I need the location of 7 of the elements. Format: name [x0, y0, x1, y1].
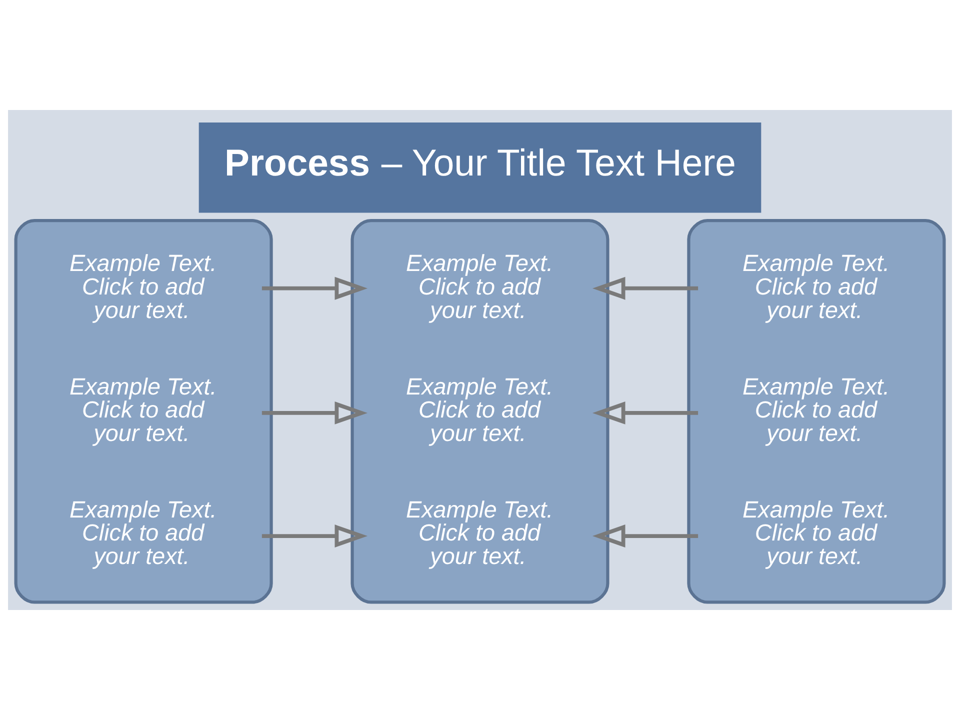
arrow [262, 401, 368, 424]
arrow [592, 276, 698, 300]
arrow [592, 401, 698, 424]
arrow [262, 524, 368, 548]
diagram-title: Process – Your Title Text Here [224, 142, 736, 184]
arrow [592, 524, 698, 548]
arrow [262, 276, 368, 300]
